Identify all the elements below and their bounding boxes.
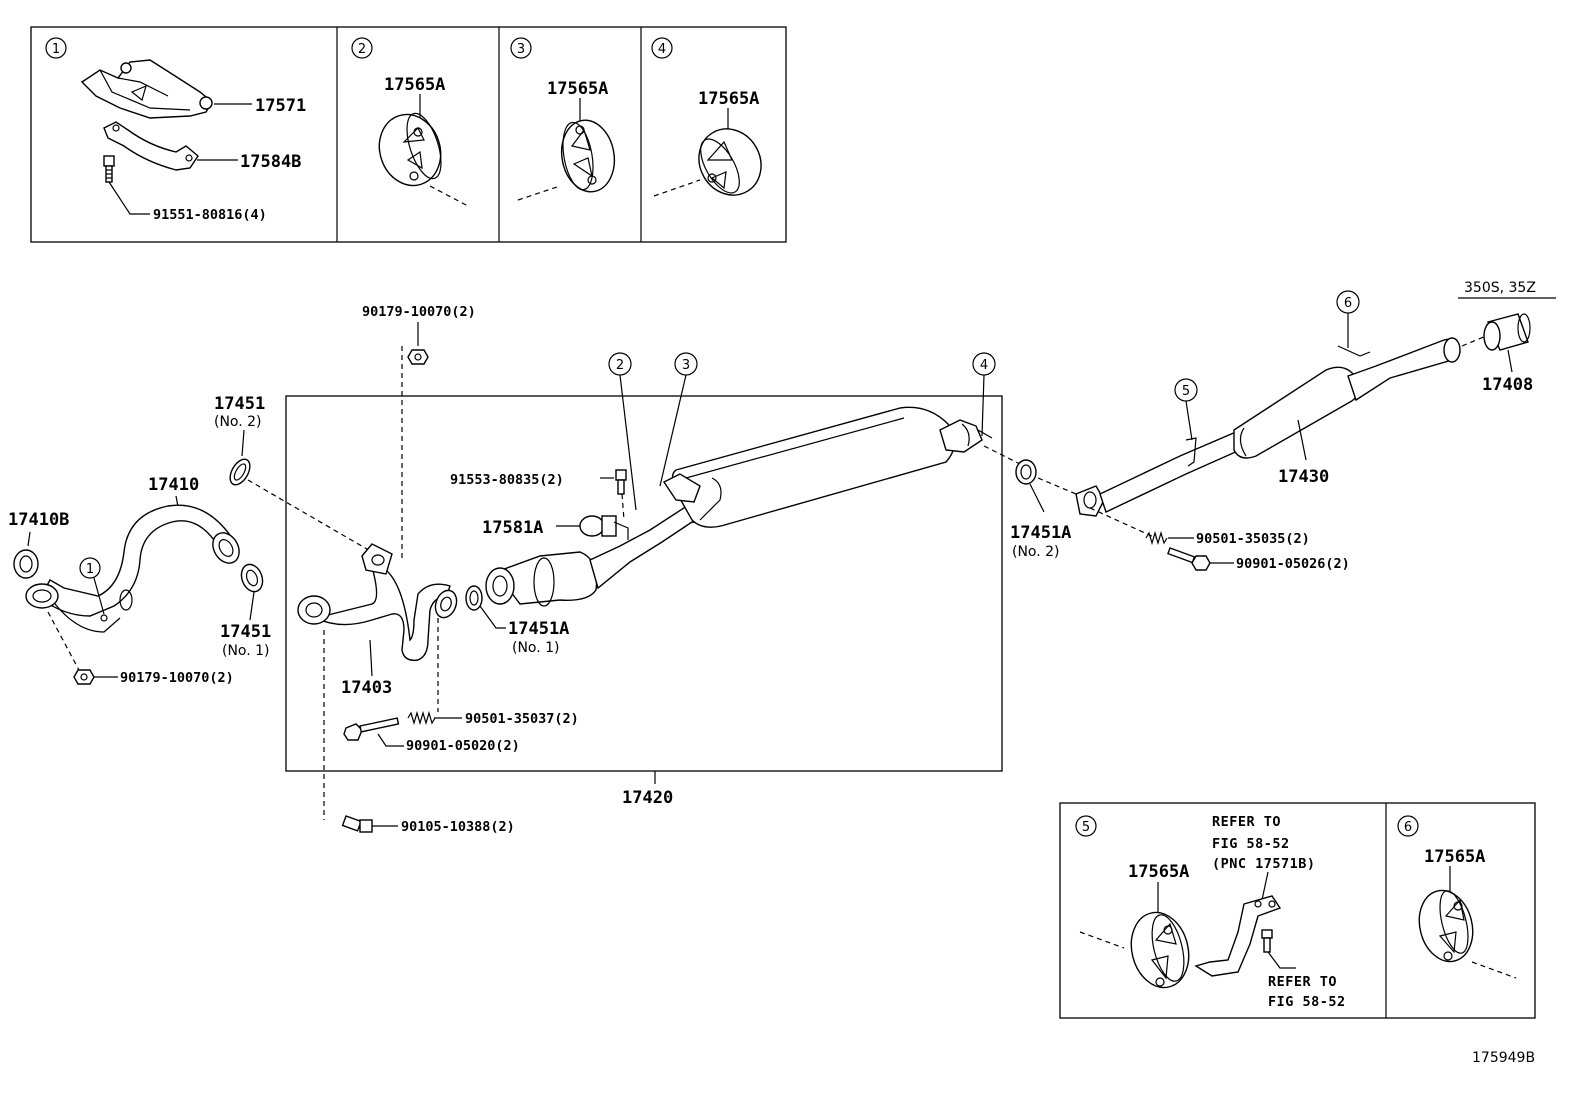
label-17451A-no2-sub: (No. 2) (1012, 544, 1060, 560)
inset-panel-4[interactable]: 4 17565A (651, 37, 773, 206)
label-17451-no1-sub: (No. 1) (222, 643, 270, 659)
rubber-hanger-part (698, 128, 762, 196)
bolt-icon (615, 469, 627, 495)
callout-4: 4 (980, 358, 988, 373)
heat-insulator-part (80, 59, 213, 119)
rubber-hanger-part (378, 112, 442, 187)
label-17451-no2-sub: (No. 2) (214, 414, 262, 430)
label-17451A-no2: 17451A (1010, 523, 1071, 543)
clamp-part (103, 121, 199, 171)
panel-3-number: 3 (517, 42, 525, 57)
front-pipe-17410 (25, 504, 240, 633)
main-assembly: 17420 90179-10070(2) 17451 (No. 2) 17410 (8, 304, 1003, 835)
main-muffler (662, 406, 993, 528)
panel-5-ref1-line1: REFER TO (1212, 814, 1281, 830)
gasket-icon (13, 549, 39, 579)
bottom-inset: 5 REFER TO FIG 58-52 (PNC 17571B) 17565A (1059, 802, 1536, 1019)
bolt-icon (1261, 929, 1273, 953)
gasket-icon (240, 563, 264, 593)
tail-pipe-17430 (1075, 337, 1461, 517)
assembly-17420-frame (285, 395, 1003, 772)
label-17451A-no1: 17451A (508, 619, 569, 639)
inset-panel-5[interactable]: 5 REFER TO FIG 58-52 (PNC 17571B) 17565A (1075, 814, 1346, 1010)
label-17410B: 17410B (8, 510, 69, 530)
top-inset-frame (30, 26, 787, 243)
nut-icon (73, 669, 95, 685)
panel-5-number: 5 (1082, 820, 1090, 835)
label-90179-top: 90179-10070(2) (362, 304, 476, 320)
panel-1-number: 1 (52, 42, 60, 57)
panel-6-number: 6 (1404, 820, 1412, 835)
label-91553-80835: 91553-80835(2) (450, 472, 564, 488)
label-17451-no2: 17451 (214, 394, 265, 414)
variant-label: 350S, 35Z (1464, 280, 1536, 296)
label-17565A-panel6: 17565A (1424, 847, 1485, 867)
label-90901-05026: 90901-05026(2) (1236, 556, 1350, 572)
label-90501-35037: 90501-35037(2) (465, 711, 579, 727)
tail-section: 17451A (No. 2) 90501-35035(2) 90901-0502… (983, 280, 1556, 572)
label-17565A-panel4: 17565A (698, 89, 759, 109)
inset-panel-3[interactable]: 3 17565A (510, 37, 620, 201)
label-17565A-panel2: 17565A (384, 75, 445, 95)
panel-5-ref1-line2: FIG 58-52 (1212, 836, 1290, 852)
label-17420: 17420 (622, 788, 673, 808)
panel-5-ref2-line2: FIG 58-52 (1268, 994, 1346, 1010)
gasket-icon (229, 458, 251, 486)
panel-2-number: 2 (358, 42, 366, 57)
hanger-bracket-part (579, 515, 629, 540)
label-17403: 17403 (341, 678, 392, 698)
callout-2: 2 (616, 358, 624, 373)
inset-panel-2[interactable]: 2 17565A (351, 37, 469, 207)
label-90179-bottom: 90179-10070(2) (120, 670, 234, 686)
label-17430: 17430 (1278, 467, 1329, 487)
label-90105-10388: 90105-10388(2) (401, 819, 515, 835)
inset-panel-6[interactable]: 6 17565A (1397, 815, 1517, 979)
callout-6: 6 (1344, 296, 1352, 311)
rubber-hanger-part (1418, 889, 1474, 963)
label-90501-35035: 90501-35035(2) (1196, 531, 1310, 547)
inset-panel-1[interactable]: 1 17571 17584B (45, 37, 306, 223)
spring-icon (407, 710, 436, 726)
gasket-icon (1015, 459, 1037, 485)
label-90901-05020: 90901-05020(2) (406, 738, 520, 754)
panel-4-number: 4 (658, 42, 666, 57)
bolt-icon (341, 815, 373, 833)
label-17410: 17410 (148, 475, 199, 495)
label-17581A: 17581A (482, 518, 543, 538)
top-inset: 1 17571 17584B (30, 26, 787, 243)
panel-5-ref1-line3: (PNC 17571B) (1212, 856, 1316, 872)
pipe-17403 (297, 543, 458, 661)
label-17451A-no1-sub: (No. 1) (512, 640, 560, 656)
label-17451-no1: 17451 (220, 622, 271, 642)
bolt-icon (1167, 547, 1211, 571)
callout-3: 3 (682, 358, 690, 373)
nut-icon (407, 349, 429, 365)
rubber-hanger-part (560, 119, 616, 193)
bolt-icon (343, 717, 400, 741)
figure-code: 175949B (1472, 1050, 1535, 1066)
label-17571: 17571 (255, 96, 306, 116)
panel-5-ref2-line1: REFER TO (1268, 974, 1337, 990)
callout-5: 5 (1182, 384, 1190, 399)
hanger-bracket-part (1194, 895, 1282, 977)
label-17408: 17408 (1482, 375, 1533, 395)
bolt-icon (103, 155, 115, 183)
bottom-inset-frame (1059, 802, 1536, 1019)
label-91551-80816: 91551-80816(4) (153, 207, 267, 223)
gasket-icon (465, 585, 483, 611)
spring-icon (1145, 530, 1168, 546)
tail-tip-17408 (1483, 313, 1531, 351)
callout-1: 1 (86, 562, 94, 577)
label-17584B: 17584B (240, 152, 301, 172)
label-17565A-panel3: 17565A (547, 79, 608, 99)
rubber-hanger-part (1130, 911, 1190, 989)
label-17565A-panel5: 17565A (1128, 862, 1189, 882)
